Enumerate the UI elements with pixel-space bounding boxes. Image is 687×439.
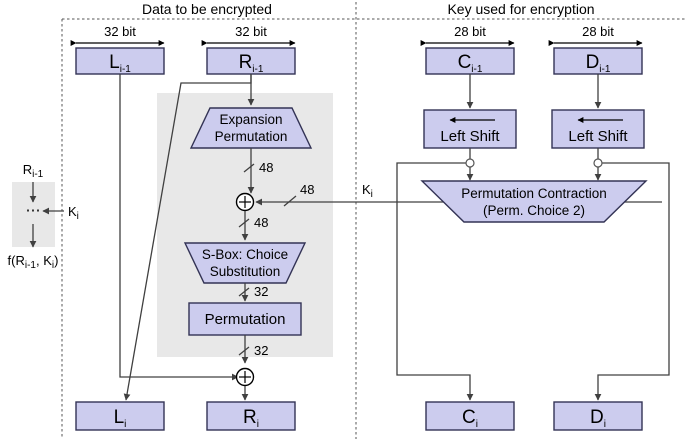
- wirelabel-expansion-out: 48: [259, 160, 273, 175]
- block-l-prev-label: Li-1: [109, 52, 131, 75]
- block-c-prev[interactable]: [425, 47, 515, 75]
- block-l-next-label: Li: [114, 407, 127, 430]
- wirelabel-sbox-out: 32: [254, 284, 268, 299]
- block-r-next[interactable]: [206, 401, 296, 431]
- block-d-next[interactable]: [553, 401, 643, 431]
- right-section-header: Key used for encryption: [447, 1, 594, 17]
- bitwidth-label-key-right: 28 bit: [582, 24, 614, 39]
- block-sbox-label-line1: S-Box: Choice: [202, 247, 288, 262]
- block-left-shift-2-label: Left Shift: [568, 128, 628, 145]
- block-sbox-label-line2: Substitution: [210, 264, 281, 279]
- bitwidth-label-key-left: 28 bit: [454, 24, 486, 39]
- block-expansion-label-line2: Permutation: [215, 129, 288, 144]
- block-c-prev-label: Ci-1: [458, 52, 483, 75]
- block-d-next-label: Di: [590, 407, 606, 430]
- legend-dots: ⋯: [26, 202, 41, 219]
- block-c-next[interactable]: [425, 401, 515, 431]
- block-left-shift-1[interactable]: [423, 109, 517, 149]
- bitwidth-label-data-left: 32 bit: [104, 24, 136, 39]
- block-r-next-label: Ri: [243, 407, 259, 430]
- block-left-shift-2[interactable]: [551, 109, 645, 149]
- bitwidth-tick-exp-out: [243, 163, 255, 173]
- block-expansion-permutation[interactable]: [189, 107, 313, 149]
- block-l-prev[interactable]: [75, 47, 165, 75]
- block-permutation-label: Permutation: [205, 311, 286, 328]
- wire-junction-icon-1: [465, 158, 475, 168]
- bitwidth-tick-perm-out: [238, 346, 250, 356]
- wirelabel-perm-out: 32: [254, 343, 268, 358]
- block-expansion-label-line1: Expansion: [219, 112, 282, 127]
- wirelabel-subkey: Ki: [362, 182, 373, 200]
- legend-key-label: Ki: [68, 204, 79, 222]
- wire-junction-icon-2: [593, 158, 603, 168]
- legend-output-label: f(Ri-1, Ki): [8, 253, 59, 271]
- wirelabel-xor-out: 48: [254, 215, 268, 230]
- wirelabel-key-in: 48: [300, 182, 314, 197]
- block-pc2-label-line1: Permutation Contraction: [461, 186, 607, 201]
- block-l-next[interactable]: [75, 401, 165, 431]
- bitwidth-tick-key-in: [283, 195, 297, 207]
- legend-input-label: Ri-1: [23, 162, 44, 180]
- wire-lprev-to-xor: [119, 74, 239, 381]
- wire-leftshift2-to-dnext: [594, 162, 670, 401]
- block-permutation[interactable]: [188, 302, 302, 336]
- block-r-prev[interactable]: [206, 47, 296, 75]
- block-c-next-label: Ci: [462, 407, 478, 430]
- block-permutation-contraction[interactable]: [420, 180, 648, 223]
- block-sbox[interactable]: [183, 242, 307, 284]
- left-section-header: Data to be encrypted: [142, 1, 272, 17]
- block-d-prev-label: Di-1: [586, 52, 611, 75]
- bitwidth-tick-sbox-out: [238, 287, 250, 297]
- bitwidth-label-data-right: 32 bit: [235, 24, 267, 39]
- block-r-prev-label: Ri-1: [239, 52, 264, 75]
- bitwidth-tick-xor-out: [238, 218, 250, 228]
- block-left-shift-1-label: Left Shift: [440, 128, 500, 145]
- wire-leftshift1-to-cnext: [396, 162, 474, 401]
- block-pc2-label-line2: (Perm. Choice 2): [483, 203, 585, 218]
